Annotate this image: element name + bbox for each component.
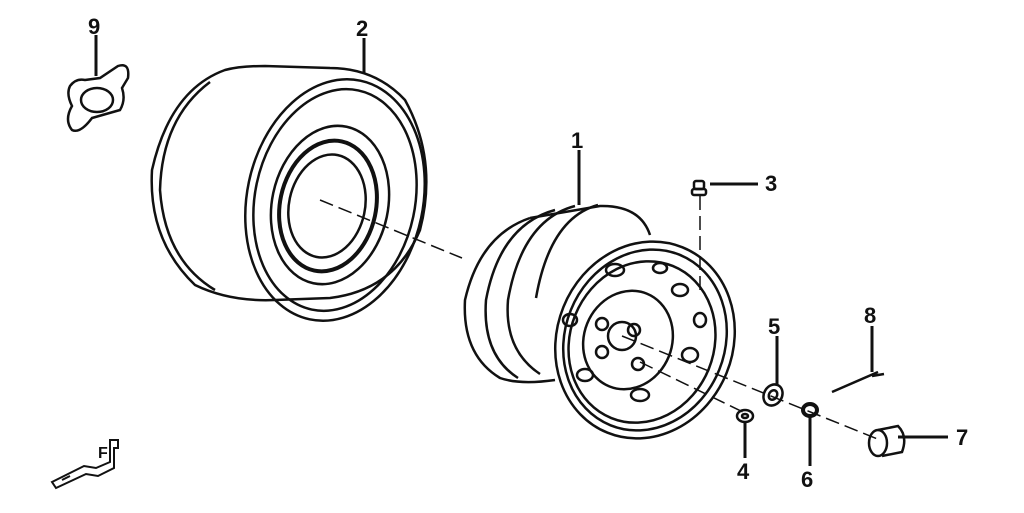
- callout-6: 6: [801, 467, 813, 492]
- callout-4: 4: [737, 459, 750, 484]
- washer: [762, 383, 784, 407]
- cotter-pin: [831, 370, 885, 394]
- rim: [463, 203, 737, 440]
- spacer: [66, 64, 130, 132]
- valve: [690, 179, 708, 197]
- callout-7: 7: [956, 425, 968, 450]
- callout-2: 2: [356, 16, 368, 41]
- lug-nut: [735, 408, 755, 424]
- assembly-lines: [319, 196, 881, 441]
- callout-1: 1: [571, 128, 583, 153]
- callout-9: 9: [88, 14, 100, 39]
- front-marker-letter: F: [98, 445, 108, 462]
- front-direction-marker: [50, 439, 119, 490]
- callout-3: 3: [765, 171, 777, 196]
- hub-cap: [867, 424, 906, 458]
- tire: [150, 64, 428, 322]
- callout-8: 8: [864, 303, 876, 328]
- callout-5: 5: [768, 314, 780, 339]
- leader-lines: [94, 35, 948, 466]
